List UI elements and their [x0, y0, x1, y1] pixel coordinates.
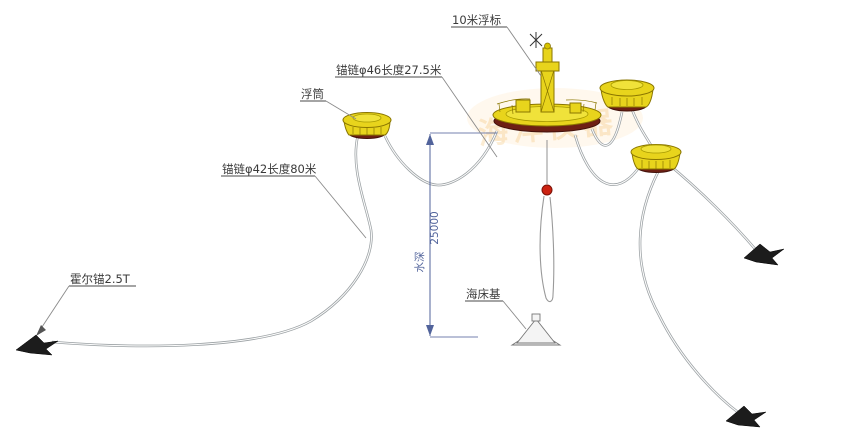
seabed-base-label: 海床基	[466, 287, 501, 301]
chain-46-label: 锚链φ46长度27.5米	[336, 63, 442, 77]
callout-chain-42: 锚链φ42长度80米	[221, 162, 367, 239]
sensor-drop-line	[539, 140, 555, 303]
left-float	[342, 112, 392, 139]
bottom-right-anchor	[725, 405, 767, 428]
beacon-light	[542, 47, 553, 63]
deck-box-left	[515, 99, 531, 113]
mast-platform	[535, 61, 560, 72]
callout-seabed-base: 海床基	[465, 287, 527, 330]
beacon-lamp	[544, 42, 551, 50]
seabed-base	[510, 313, 562, 346]
main-buoy	[492, 32, 602, 133]
chain-42-label: 锚链φ42长度80米	[222, 162, 317, 176]
hall-anchor-label: 霍尔锚2.5T	[70, 272, 131, 286]
callout-float: 浮筒	[300, 87, 357, 120]
rope-loop	[539, 195, 555, 303]
buoy-label: 10米浮标	[452, 13, 501, 27]
water-depth-label: 水深	[414, 252, 426, 273]
depth-dimension: 25000 水深	[414, 132, 497, 338]
chain-left-float-to-anchor	[51, 134, 373, 348]
callout-chain-46: 锚链φ46长度27.5米	[335, 63, 498, 158]
chain-buoy-to-right-float-1	[590, 111, 624, 147]
dimension-arrow-top	[426, 134, 434, 145]
right-float-1	[599, 79, 655, 112]
chain-buoy-to-left-float	[383, 130, 499, 187]
dimension-arrow-bottom	[426, 325, 434, 336]
deck-box-right	[569, 102, 582, 114]
chain-float2-to-mid-anchor	[666, 161, 757, 251]
depth-value-label: 25000	[429, 211, 441, 244]
right-mid-anchor	[743, 243, 785, 266]
top-marker-icon	[529, 32, 543, 48]
float-label: 浮筒	[301, 87, 324, 101]
chain-buoy-to-right-float-2	[573, 134, 642, 186]
sensor-ball	[541, 184, 553, 196]
leader-arrowhead	[36, 325, 46, 336]
right-float-2	[630, 144, 682, 173]
chain-float2-to-bottom-anchor	[638, 171, 740, 415]
left-hall-anchor	[15, 334, 59, 356]
callout-buoy: 10米浮标	[451, 13, 542, 77]
callout-hall-anchor: 霍尔锚2.5T	[36, 272, 136, 336]
